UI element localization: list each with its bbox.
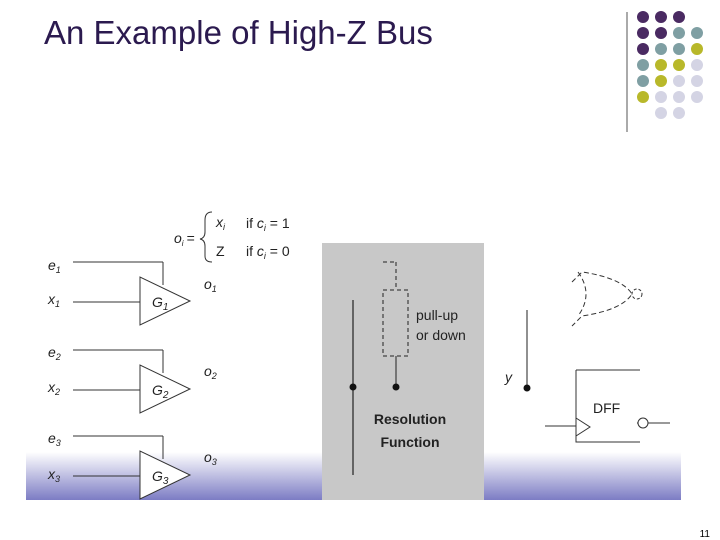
svg-text:G3: G3 xyxy=(152,468,169,487)
svg-text:x2: x2 xyxy=(47,379,60,397)
def-case1-val-sub: i xyxy=(223,222,226,232)
input-sub-3: 3 xyxy=(55,474,60,484)
output-sub-1: 1 xyxy=(212,284,217,294)
gate-label-1: G xyxy=(152,294,163,310)
input-label-2: x xyxy=(47,379,56,395)
enable-label-2: e xyxy=(48,344,56,360)
resolution-label-line1: Resolution xyxy=(374,411,446,427)
decorative-dot-grid xyxy=(626,11,703,132)
def-case2-cond-sub: i xyxy=(264,251,267,261)
output-label-1: o xyxy=(204,276,212,292)
enable-sub-2: 2 xyxy=(55,352,61,362)
svg-text:if ci = 1: if ci = 1 xyxy=(246,215,290,233)
gate-label-3: G xyxy=(152,468,163,484)
dff-block: DFF xyxy=(545,369,670,443)
output-y-label: y xyxy=(504,369,513,385)
input-sub-1: 1 xyxy=(55,299,60,309)
def-lhs-sub: i xyxy=(182,239,184,248)
def-case1-cond-var: c xyxy=(257,215,264,231)
svg-text:x1: x1 xyxy=(47,291,60,309)
def-case1-cond-rhs: = 1 xyxy=(266,215,290,231)
slide-title: An Example of High-Z Bus xyxy=(44,14,433,51)
output-sub-2: 2 xyxy=(211,371,217,381)
enable-sub-3: 3 xyxy=(56,438,61,448)
svg-text:G1: G1 xyxy=(152,294,168,313)
enable-label-3: e xyxy=(48,430,56,446)
input-label-1: x xyxy=(47,291,56,307)
page-number: 11 xyxy=(699,529,710,540)
output-sub-3: 3 xyxy=(212,457,217,467)
svg-text:e2: e2 xyxy=(48,344,61,362)
svg-text:e3: e3 xyxy=(48,430,61,448)
gate-label-2: G xyxy=(152,382,163,398)
def-case1-cond-sub: i xyxy=(264,223,267,233)
def-case2-cond-var: c xyxy=(257,243,264,259)
dff-label: DFF xyxy=(593,400,620,416)
svg-text:if ci = 0: if ci = 0 xyxy=(246,243,290,261)
output-label-3: o xyxy=(204,449,212,465)
def-eq: = xyxy=(187,230,195,246)
gate-sub-1: 1 xyxy=(163,302,169,313)
tristate-buffer-1: e1 x1 G1 o1 xyxy=(47,257,217,326)
resolution-function: pull-up or down Resolution Function xyxy=(349,261,466,475)
svg-text:e1: e1 xyxy=(48,257,61,275)
pull-label-line1: pull-up xyxy=(416,307,458,323)
tristate-buffer-2: e2 x2 G2 o2 xyxy=(47,344,217,414)
enable-label-1: e xyxy=(48,257,56,273)
def-lhs-var: o xyxy=(174,230,182,246)
tristate-buffer-3: e3 x3 G3 o3 xyxy=(47,430,217,500)
resolution-function-box xyxy=(322,243,484,500)
output-label-2: o xyxy=(204,363,212,379)
gate-sub-2: 2 xyxy=(162,390,169,401)
resolution-label-line2: Function xyxy=(380,434,439,450)
svg-text:x3: x3 xyxy=(47,466,60,484)
enable-sub-1: 1 xyxy=(56,265,61,275)
gate-sub-3: 3 xyxy=(163,476,169,487)
output-definition: oi= xi if ci = 1 Z if ci = 0 xyxy=(174,211,290,263)
svg-text:oi=: oi= xyxy=(174,230,195,248)
svg-text:o3: o3 xyxy=(204,449,217,467)
svg-text:xi: xi xyxy=(215,214,226,232)
or-gate-symbol xyxy=(571,271,643,327)
def-case2-cond-prefix: if xyxy=(246,243,257,259)
def-case1-val: x xyxy=(215,214,224,230)
def-case2-cond-rhs: = 0 xyxy=(266,243,290,259)
pull-label-line2: or down xyxy=(416,327,466,343)
svg-text:o1: o1 xyxy=(204,276,217,294)
def-case2-val: Z xyxy=(216,243,225,259)
svg-text:o2: o2 xyxy=(204,363,217,381)
svg-text:G2: G2 xyxy=(152,382,169,401)
input-sub-2: 2 xyxy=(54,387,60,397)
input-label-3: x xyxy=(47,466,56,482)
bus-output-y: y xyxy=(504,310,531,392)
def-case1-cond-prefix: if xyxy=(246,215,257,231)
